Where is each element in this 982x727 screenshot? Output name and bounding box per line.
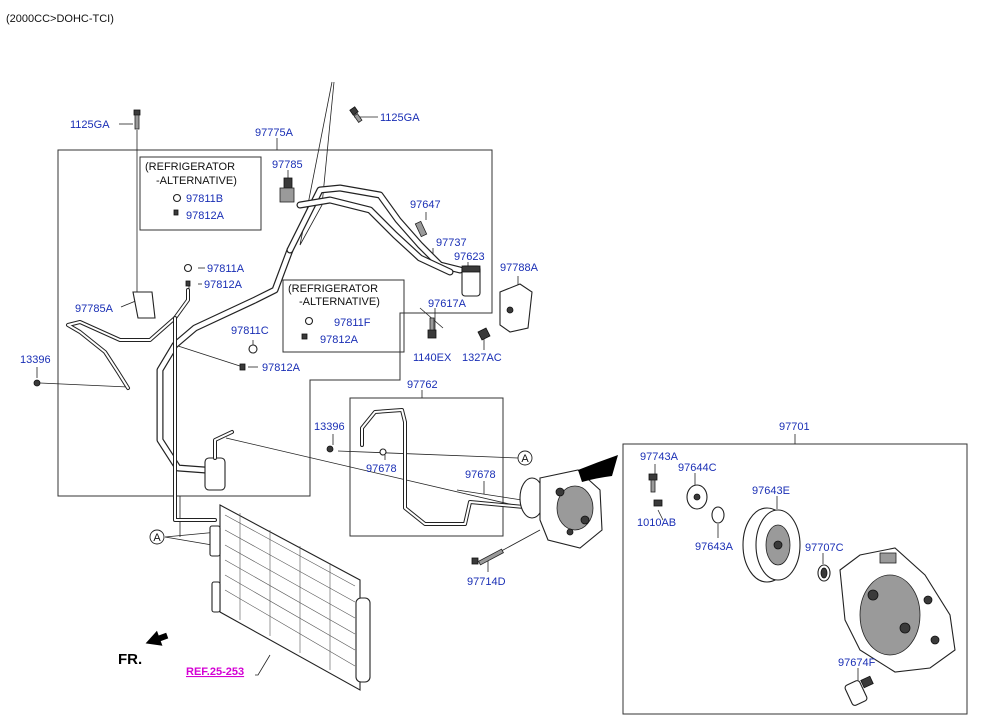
refrig-alt-note-2-line1: (REFRIGERATOR [288,283,378,295]
bolt-1125ga-left [133,109,141,130]
callout-1010ab[interactable]: 1010AB [637,517,676,529]
bolt-1125ga-right [349,106,363,123]
connector-marker-a-left: A [149,529,165,545]
reference-link-25-253[interactable]: REF.25-253 [186,666,244,678]
callout-97811b[interactable]: 97811B [186,193,223,205]
refrig-alt-note-2-line2: -ALTERNATIVE) [299,296,380,308]
callout-97811c[interactable]: 97811C [231,325,269,337]
cover-97788a [499,283,533,333]
callout-97775a[interactable]: 97775A [255,127,294,139]
bolt-97647 [414,220,428,238]
refrig-alt-note-1-line2: -ALTERNATIVE) [156,175,237,187]
engine-spec-label: (2000CC>DOHC-TCI) [6,13,114,25]
callout-97674f[interactable]: 97674F [838,657,876,669]
front-direction-indicator [145,630,169,646]
compressor-exploded [648,473,956,706]
callout-1327ac[interactable]: 1327AC [462,352,502,364]
callout-97644c[interactable]: 97644C [678,462,717,474]
focus-arrow-icon [578,455,618,482]
callout-97714d[interactable]: 97714D [467,576,506,588]
callout-97812a-mid[interactable]: 97812A [204,279,243,291]
callout-97617a[interactable]: 97617A [428,298,467,310]
front-label: FR. [118,651,142,668]
callout-97701[interactable]: 97701 [779,421,810,433]
bracket-97785a [132,291,156,319]
discharge-hose-97762 [326,408,537,526]
refrig-alt-note-1-line1: (REFRIGERATOR [145,161,235,173]
nut-1327ac [477,327,491,341]
callout-97737[interactable]: 97737 [436,237,467,249]
o-ring-seals [33,193,314,387]
svg-text:A: A [153,532,161,544]
callout-97643e[interactable]: 97643E [752,485,790,497]
callout-97811a[interactable]: 97811A [207,263,245,275]
callout-97647[interactable]: 97647 [410,199,441,211]
front-arrow-icon [145,630,169,646]
callout-97762[interactable]: 97762 [407,379,438,391]
callout-97643a[interactable]: 97643A [695,541,734,553]
expansion-valve-97623 [461,265,481,297]
liquid-tube [66,288,217,522]
bolt-97714d [471,548,504,566]
bolt-1140ex [427,317,437,339]
refrigerator-alternative-box-1 [139,156,262,231]
callout-97623[interactable]: 97623 [454,251,485,263]
callout-97811f[interactable]: 97811F [334,317,371,329]
compressor-assembled [519,455,618,549]
callout-97785[interactable]: 97785 [272,159,303,171]
service-valve-97785 [279,177,295,203]
callout-97678-a[interactable]: 97678 [366,463,397,475]
callout-1140ex[interactable]: 1140EX [413,352,452,364]
hose-assembly-boundary [57,149,493,497]
callout-1125ga-left[interactable]: 1125GA [70,119,110,131]
callout-97785a[interactable]: 97785A [75,303,114,315]
callout-13396-mid[interactable]: 13396 [314,421,345,433]
callout-97812a-low[interactable]: 97812A [262,362,301,374]
callout-97812a-box2[interactable]: 97812A [320,334,359,346]
condenser [209,504,371,691]
callout-97707c[interactable]: 97707C [805,542,844,554]
callout-97812a-box[interactable]: 97812A [186,210,225,222]
refrigerator-alternative-box-2 [282,279,405,353]
callout-97788a[interactable]: 97788A [500,262,539,274]
callout-97678-b[interactable]: 97678 [465,469,496,481]
callout-13396-left[interactable]: 13396 [20,354,51,366]
connector-marker-a-right: A [517,450,533,466]
svg-text:A: A [521,453,529,465]
callout-97743a[interactable]: 97743A [640,451,679,463]
callout-1125ga-right[interactable]: 1125GA [380,112,420,124]
